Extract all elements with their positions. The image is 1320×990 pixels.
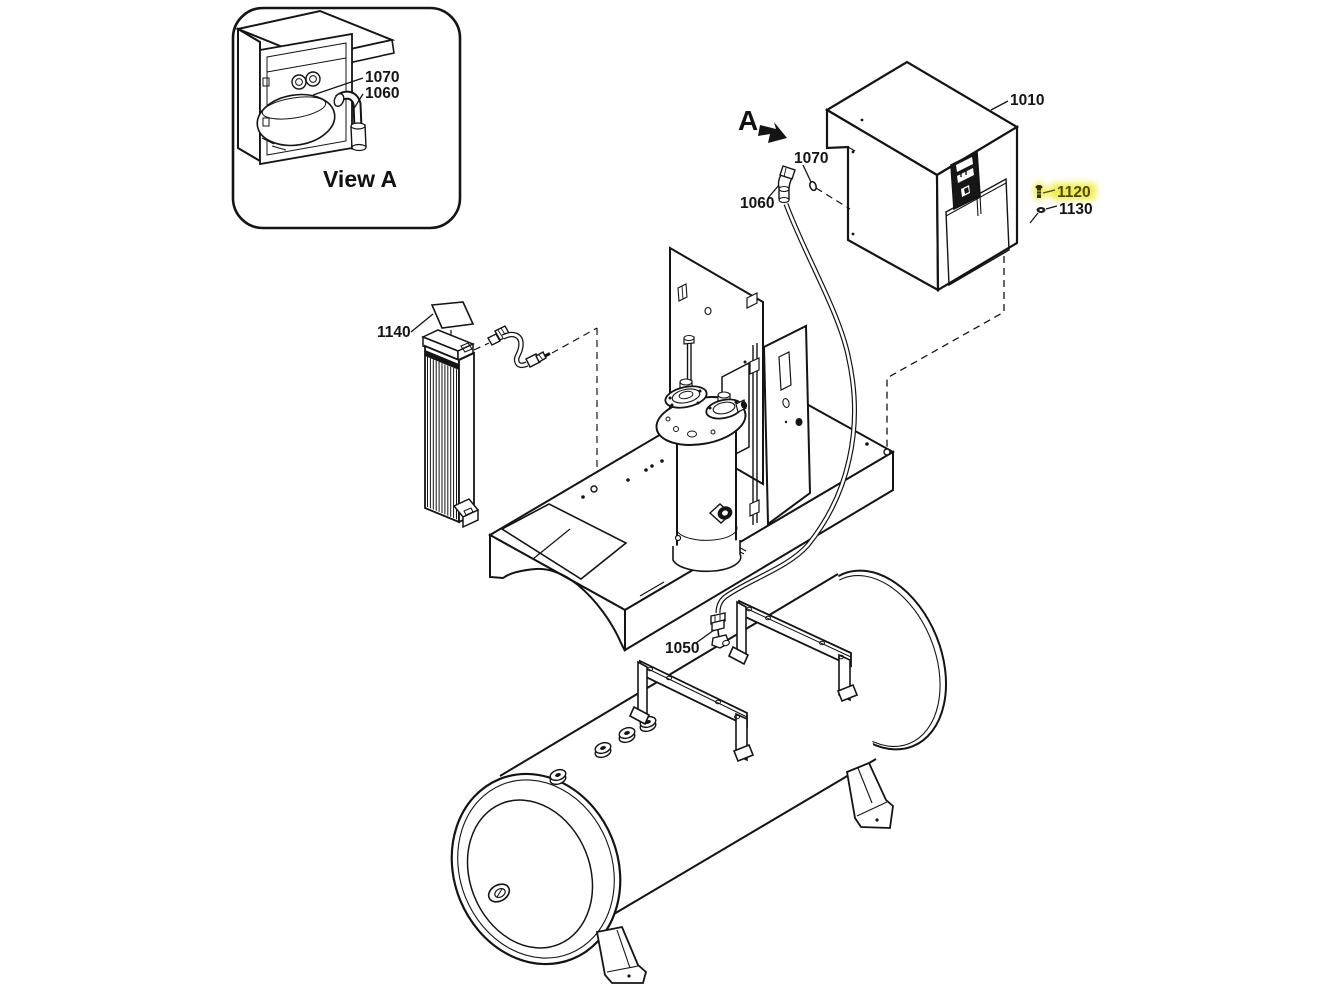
dryer-alignment-dashed bbox=[886, 256, 1005, 449]
inset-leader-1070 bbox=[312, 77, 364, 96]
leader-1120 bbox=[1042, 189, 1056, 194]
label-1120: 1120 bbox=[1057, 184, 1091, 201]
mounting-bracket-rear bbox=[727, 599, 859, 703]
marker-a-letter: A bbox=[738, 105, 758, 136]
label-1060: 1060 bbox=[740, 195, 774, 212]
hinge-strip bbox=[749, 343, 760, 525]
label-1010: 1010 bbox=[1010, 92, 1044, 109]
label-1050: 1050 bbox=[665, 640, 699, 657]
label-1070: 1070 bbox=[794, 150, 828, 167]
base-apron-right bbox=[624, 450, 894, 652]
view-a-inset: 1070 1060 View A bbox=[231, 6, 462, 230]
elbow-fitting-group: 1070 1060 bbox=[740, 150, 851, 212]
drain-valve: 1050 bbox=[665, 612, 730, 657]
label-1130: 1130 bbox=[1059, 201, 1093, 218]
hose-tube bbox=[501, 331, 529, 369]
drain-hose bbox=[715, 203, 858, 614]
tank-end-port bbox=[487, 883, 511, 903]
mounting-bracket-front bbox=[628, 659, 755, 763]
dryer-control-panel bbox=[950, 150, 982, 217]
tank-leg-front bbox=[595, 925, 648, 984]
leader-1140 bbox=[410, 313, 434, 333]
cooler-port bbox=[460, 342, 473, 353]
inset-port-b bbox=[305, 71, 321, 87]
side-panel bbox=[762, 324, 812, 526]
base-cutout bbox=[500, 503, 628, 580]
inset-label-1060: 1060 bbox=[365, 85, 399, 102]
screw-1120-part bbox=[1035, 185, 1043, 198]
separator-outlet-boss bbox=[708, 503, 733, 524]
cooler-top-plate bbox=[430, 301, 475, 329]
base-plate-assembly bbox=[487, 246, 896, 652]
cooler-fins bbox=[427, 357, 457, 520]
tank-left-head bbox=[450, 772, 622, 966]
view-marker: A bbox=[738, 105, 787, 143]
separator-valve-right bbox=[705, 391, 748, 420]
leader-1060 bbox=[767, 184, 780, 199]
inset-label-1070: 1070 bbox=[365, 69, 399, 86]
inset-port-a bbox=[291, 74, 307, 90]
dryer-door bbox=[945, 177, 1010, 287]
view-direction-arrow-icon bbox=[758, 122, 787, 143]
oil-cooler: 1140 bbox=[377, 301, 480, 529]
fastener-callouts: 1120 1130 bbox=[1029, 182, 1096, 224]
refrigerated-dryer: 1010 bbox=[824, 60, 1044, 292]
base-apron-left bbox=[489, 533, 626, 652]
leader-1050 bbox=[695, 629, 715, 644]
elbow-collar bbox=[779, 165, 796, 180]
side-panel-slot bbox=[778, 351, 792, 391]
fitting-1070-part bbox=[809, 180, 817, 192]
inset-border bbox=[231, 6, 462, 230]
inset-leader-1060 bbox=[352, 93, 364, 111]
leader-1070 bbox=[802, 164, 812, 183]
separator-valve-left bbox=[664, 378, 708, 409]
inset-cabinet-drawing bbox=[234, 9, 396, 166]
nut-1130-part bbox=[1029, 207, 1046, 224]
separator-tank bbox=[655, 335, 748, 573]
leader-1010 bbox=[990, 100, 1009, 111]
tank-top-ports bbox=[549, 715, 657, 786]
leader-1130 bbox=[1045, 205, 1058, 210]
view-a-caption: View A bbox=[323, 166, 397, 192]
inset-compressor bbox=[256, 93, 336, 151]
rear-panel-vent bbox=[677, 283, 688, 302]
air-receiver-tank bbox=[450, 569, 948, 984]
label-1140: 1140 bbox=[377, 324, 411, 341]
tank-leg-rear bbox=[845, 761, 894, 829]
